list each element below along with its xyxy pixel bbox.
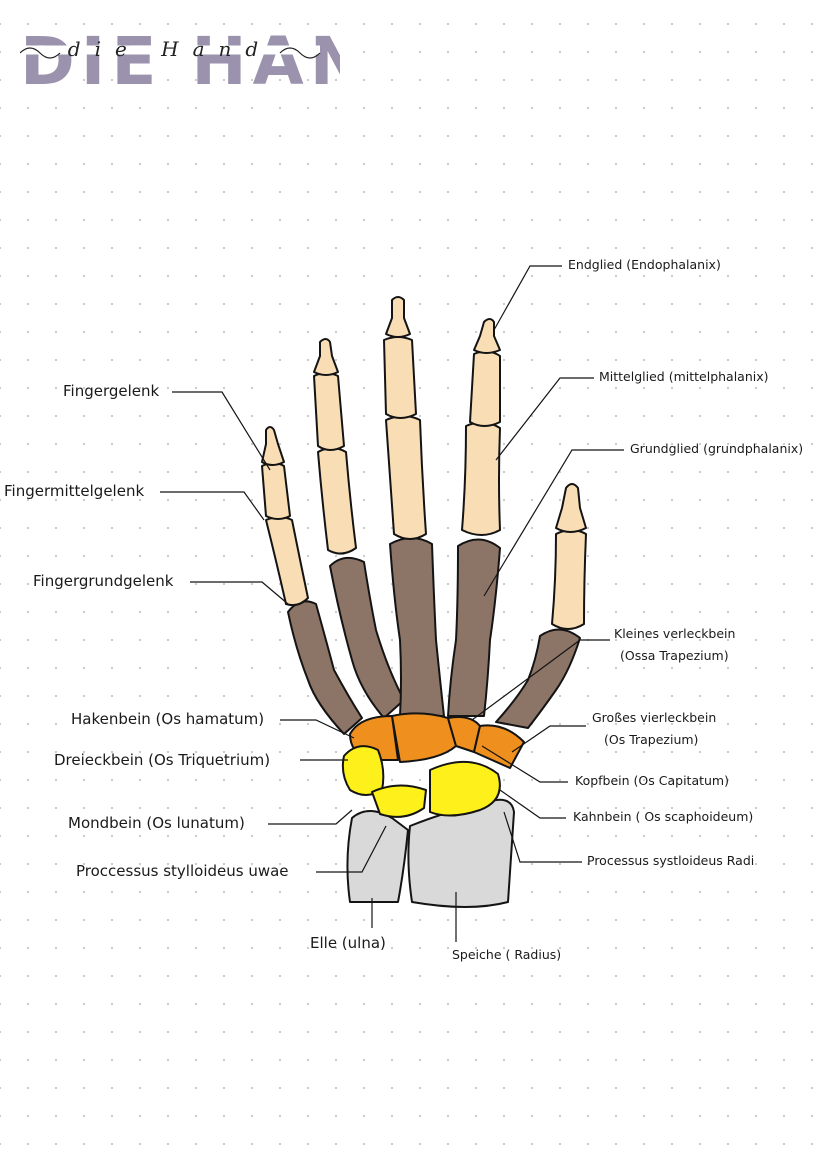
label-mittelglied: Mittelglied (mittelphalanix) [599,369,769,384]
phalanx-middle-2 [469,350,501,427]
phalanx-proximal-1 [551,529,587,630]
label-kahnbein: Kahnbein ( Os scaphoideum) [573,809,754,824]
metacarpal-3 [389,537,445,717]
capitate-bone [391,712,457,763]
trapezium-bone [473,724,525,769]
label-mondbein: Mondbein (Os lunatum) [68,814,245,832]
phalanx-middle-5 [261,462,291,520]
phalanx-distal-3 [385,296,411,338]
label-grosses-line2: (Os Trapezium) [604,732,699,747]
triquetrum-bone [341,745,385,796]
label-dreieckbein: Dreieckbein (Os Triquetrium) [54,751,271,769]
phalanx-proximal-3 [385,415,427,540]
label-kleines-line2: (Ossa Trapezium) [620,648,729,663]
ulna-bone [346,810,409,903]
label-processus-ulnae: Proccessus stylloideus uwae [76,862,289,880]
title-script: die Hand [68,37,272,61]
metacarpal-2 [447,538,501,717]
label-grosses-line1: Großes vierleckbein [592,710,717,725]
label-hakenbein: Hakenbein (Os hamatum) [71,710,265,728]
phalanx-proximal-2 [461,421,501,536]
phalanx-proximal-5 [265,516,309,607]
metacarpal-1 [495,628,581,729]
page-title: DIE HAND die Hand [20,23,340,90]
label-kleines-line1: Kleines verleckbein [614,626,736,641]
label-grundglied: Grundglied (grundphalanix) [630,441,804,456]
lunate-bone [371,784,427,818]
scaphoid-bone [429,760,501,817]
phalanx-proximal-4 [317,447,357,555]
label-kopfbein: Kopfbein (Os Capitatum) [575,773,729,788]
phalanx-distal-4 [313,338,339,376]
label-endglied: Endglied (Endophalanix) [568,257,721,272]
phalanx-distal-5 [261,426,285,466]
label-fingermittelgelenk: Fingermittelgelenk [4,482,145,500]
radius-bone [407,798,515,908]
phalanx-middle-3 [383,336,417,419]
phalanx-middle-4 [313,372,345,451]
phalanx-distal-2 [473,318,501,354]
metacarpal-5 [287,600,363,735]
phalanx-distal-1 [555,483,587,533]
label-fingergrundgelenk: Fingergrundgelenk [33,572,174,590]
label-elle: Elle (ulna) [310,934,386,952]
metacarpal-4 [329,556,405,719]
label-fingergelenk: Fingergelenk [63,382,160,400]
title-main: DIE HAND [20,23,340,90]
label-processus-radi: Processus systloideus Radi [587,853,755,868]
label-speiche: Speiche ( Radius) [452,947,562,962]
